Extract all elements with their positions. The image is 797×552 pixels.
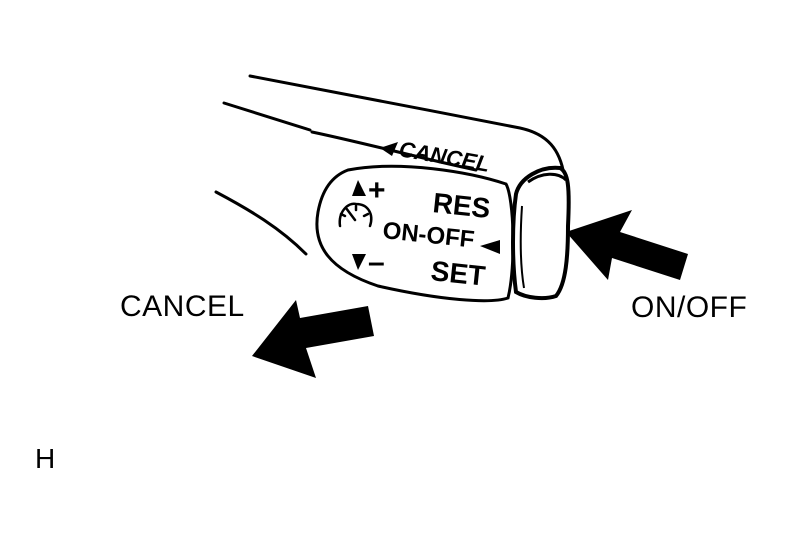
- onoff-push-button[interactable]: [511, 165, 571, 301]
- plus-sign: +: [368, 174, 386, 207]
- onoff-callout: ON/OFF: [631, 291, 748, 324]
- switch-face-panel: [315, 164, 515, 303]
- res-label: RES: [431, 187, 492, 224]
- cancel-arrow: [252, 300, 374, 378]
- corner-letter: H: [35, 443, 56, 474]
- cancel-callout: CANCEL: [120, 290, 245, 323]
- onoff-side-mark: [480, 240, 500, 254]
- minus-sign: –: [368, 246, 385, 279]
- increase-arrow-mark: [352, 180, 366, 196]
- onoff-arrow: [566, 210, 688, 280]
- speedometer-icon: [338, 202, 373, 228]
- decrease-arrow-mark: [352, 254, 366, 270]
- lever-stalk: [214, 74, 566, 256]
- cancel-direction-mark: [380, 142, 398, 156]
- set-label: SET: [429, 255, 486, 292]
